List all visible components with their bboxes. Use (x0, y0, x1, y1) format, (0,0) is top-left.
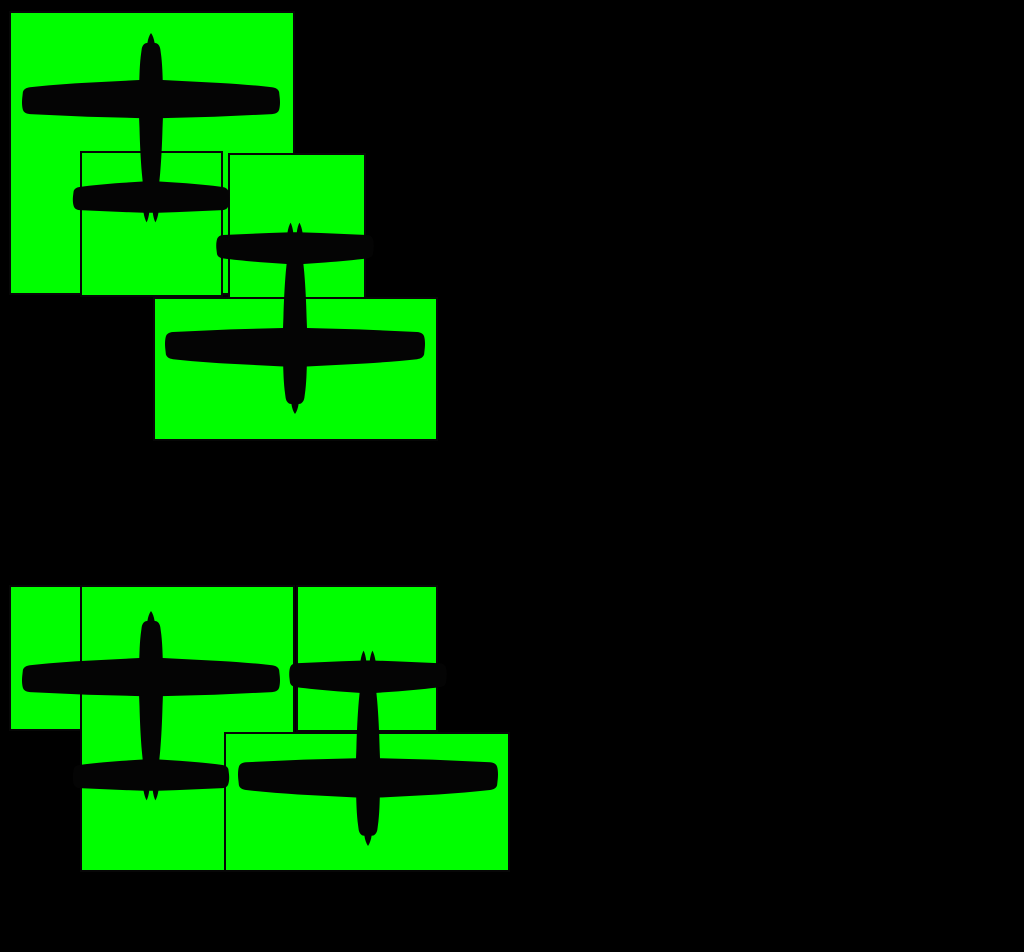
airplane-icon (22, 611, 280, 801)
airplane-icon (238, 650, 498, 846)
airplane-silhouette-airplane-4 (238, 650, 498, 846)
airplane-silhouette-airplane-2 (165, 222, 425, 414)
airplane-silhouette-airplane-3 (22, 611, 280, 801)
airplane-icon (165, 222, 425, 414)
airplane-icon (22, 33, 280, 223)
airplane-silhouette-airplane-1 (22, 33, 280, 223)
